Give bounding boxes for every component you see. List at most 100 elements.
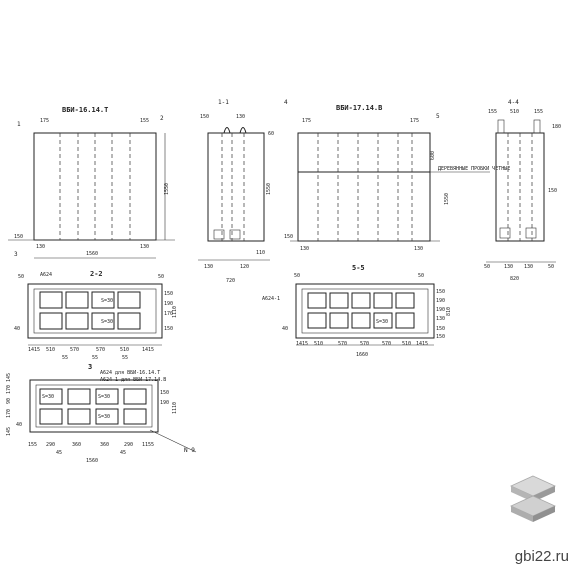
view-title-3: ВБИ-17.14.В: [336, 104, 382, 112]
plan-5-5-label: А624-1: [262, 296, 280, 302]
dim-p22-13: 190: [164, 301, 173, 307]
dim-v3-d: 130: [300, 246, 309, 252]
dim-p3-3: 170: [6, 385, 12, 394]
dim-v2-width: 720: [226, 278, 235, 284]
plan-title-3: 3: [88, 363, 92, 371]
dim-v4-d: 180: [552, 124, 561, 130]
dim-p3-12: 45: [56, 450, 62, 456]
plan-3-mark-3: S=30: [98, 414, 110, 420]
dim-p3-0: 145: [6, 427, 12, 436]
stack-logo-icon: [510, 475, 556, 522]
plan-3-tag: N 9: [184, 447, 195, 454]
plan-title-2-2: 2-2: [90, 270, 103, 278]
dim-p22-15: 1110: [172, 306, 178, 318]
dim-v2-b: 130: [236, 114, 245, 120]
dim-p3-1: 170: [6, 409, 12, 418]
dim-v4-h: 130: [524, 264, 533, 270]
dim-p55-1: 50: [418, 273, 424, 279]
dim-p22-1: 50: [158, 274, 164, 280]
plan-5-5-mark: S=30: [376, 319, 388, 325]
dim-p3-6: 290: [46, 442, 55, 448]
dim-v1-height: 1550: [164, 183, 170, 195]
dim-v3-a: 175: [302, 118, 311, 124]
dim-p3-13: 45: [120, 450, 126, 456]
dim-p55-16: 810: [446, 307, 452, 316]
dim-p22-2: 1415: [28, 347, 40, 353]
dim-v3-c: 600: [430, 151, 436, 160]
dim-p55-9: 1660: [356, 352, 368, 358]
view-elevation-1: ВБИ-16.14.Т 1 2 175 155 1550 1560 130 13…: [8, 106, 175, 259]
dim-p55-13: 190: [436, 307, 445, 313]
dim-v4-f: 50: [484, 264, 490, 270]
dim-p3-7: 360: [72, 442, 81, 448]
dim-p3-4: 145: [6, 373, 12, 382]
plan-section-5-5: 5-5 А624-1 S=30 50 50 1415 510 570 570 5…: [262, 264, 452, 358]
dim-p22-5: 570: [96, 347, 105, 353]
dim-p22-11: 40: [14, 326, 20, 332]
dim-v3-b: 175: [410, 118, 419, 124]
dim-p22-10: 55: [122, 355, 128, 361]
dim-v1-d: 130: [140, 244, 149, 250]
dim-p55-10: 40: [282, 326, 288, 332]
plan-section-3: 3 А624 для ВБИ-16.14.Т А624-1 для ВБИ-17…: [6, 363, 197, 464]
dim-p55-11: 150: [436, 289, 445, 295]
dim-v2-c: 60: [268, 131, 274, 137]
section-mark-2: 2: [160, 115, 164, 122]
dim-p22-7: 1415: [142, 347, 154, 353]
plan-3-mark-2: S=30: [98, 394, 110, 400]
view-title-2: 1-1: [218, 99, 229, 106]
dim-v2-f: 110: [256, 250, 265, 256]
dim-p3-10: 1155: [142, 442, 154, 448]
dim-p55-8: 1415: [416, 341, 428, 347]
dim-p3-2: 90: [6, 398, 12, 404]
dim-p22-16: 150: [164, 326, 173, 332]
dim-p22-9: 55: [92, 355, 98, 361]
section-mark-5: 5: [436, 113, 440, 120]
plan-2-2-mark-1: S=30: [101, 298, 113, 304]
dim-v3-e: 130: [414, 246, 423, 252]
dim-p55-4: 570: [338, 341, 347, 347]
dim-v1-c: 130: [36, 244, 45, 250]
dim-p55-7: 510: [402, 341, 411, 347]
plan-3-note-1: А624 для ВБИ-16.14.Т: [100, 370, 160, 376]
dim-v2-a: 150: [200, 114, 209, 120]
dim-p55-2: 1415: [296, 341, 308, 347]
dim-p3-17: 1110: [172, 402, 178, 414]
dim-p3-9: 290: [124, 442, 133, 448]
dim-p55-17: 150: [436, 334, 445, 340]
dim-p3-14: 40: [16, 422, 22, 428]
dim-p3-8: 360: [100, 442, 109, 448]
dim-p55-5: 570: [360, 341, 369, 347]
dim-p3-11: 1560: [86, 458, 98, 464]
dim-v4-c: 155: [534, 109, 543, 115]
plan-2-2-mark-2: S=30: [101, 319, 113, 325]
dim-v4-width: 820: [510, 276, 519, 282]
section-mark-1: 1: [17, 121, 21, 128]
dim-v3-f: 150: [284, 234, 293, 240]
view-elevation-3: ВБИ-17.14.В 4 5 175 175 600 1550 130 130…: [284, 99, 510, 252]
view-title-4: 4-4: [508, 99, 519, 106]
plan-3-mark-1: S=30: [42, 394, 54, 400]
dim-v3-height: 1550: [444, 193, 450, 205]
dim-p55-14: 130: [436, 316, 445, 322]
dim-p55-0: 50: [294, 273, 300, 279]
wood-plugs-note: ДЕРЕВЯННЫЕ ПРОБКИ ЧЕТНЫЕ: [438, 166, 510, 172]
dim-p3-5: 155: [28, 442, 37, 448]
view-section-4-4: 4-4 155 510 155 180 150 50 130 130 50 82…: [484, 99, 561, 282]
dim-v1-a: 175: [40, 118, 49, 124]
view-title-1: ВБИ-16.14.Т: [62, 106, 108, 114]
dim-p55-3: 510: [314, 341, 323, 347]
dim-v1-length: 1560: [86, 251, 98, 257]
plan-2-2-label: А624: [40, 272, 52, 278]
dim-v4-a: 155: [488, 109, 497, 115]
dim-p22-14: 170: [164, 311, 173, 317]
dim-v4-g: 130: [504, 264, 513, 270]
dim-p22-8: 55: [62, 355, 68, 361]
dim-v4-b: 510: [510, 109, 519, 115]
dim-v2-e: 120: [240, 264, 249, 270]
dim-v2-height: 1550: [266, 183, 272, 195]
dim-p55-6: 570: [382, 341, 391, 347]
plan-title-5-5: 5-5: [352, 264, 365, 272]
dim-p3-16: 190: [160, 400, 169, 406]
